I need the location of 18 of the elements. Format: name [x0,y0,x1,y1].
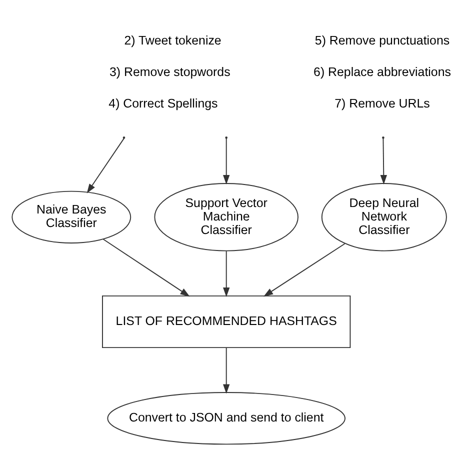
arrow [223,346,230,394]
arrow [223,250,230,297]
node-box: LIST OF RECOMMENDED HASHTAGS [102,294,351,348]
arrow [223,137,230,184]
arrow [264,242,346,296]
arrow [380,137,387,184]
node-ellipse: Deep Neural Network Classifier [321,182,447,251]
label: 5) Remove punctuations [314,33,450,48]
arrow [86,137,124,193]
node-ellipse: Support Vector Machine Classifier [154,182,298,251]
label: 3) Remove stopwords [110,64,230,79]
label: 7) Remove URLs [334,96,430,110]
node-ellipse: Convert to JSON and send to client [107,392,346,444]
label: 4) Correct Spellings [108,96,218,110]
arrow [102,238,190,296]
label: 2) Tweet tokenize [124,33,222,48]
label: 6) Replace abbreviations [314,64,451,79]
node-ellipse: Naive Bayes Classifier [12,190,132,243]
